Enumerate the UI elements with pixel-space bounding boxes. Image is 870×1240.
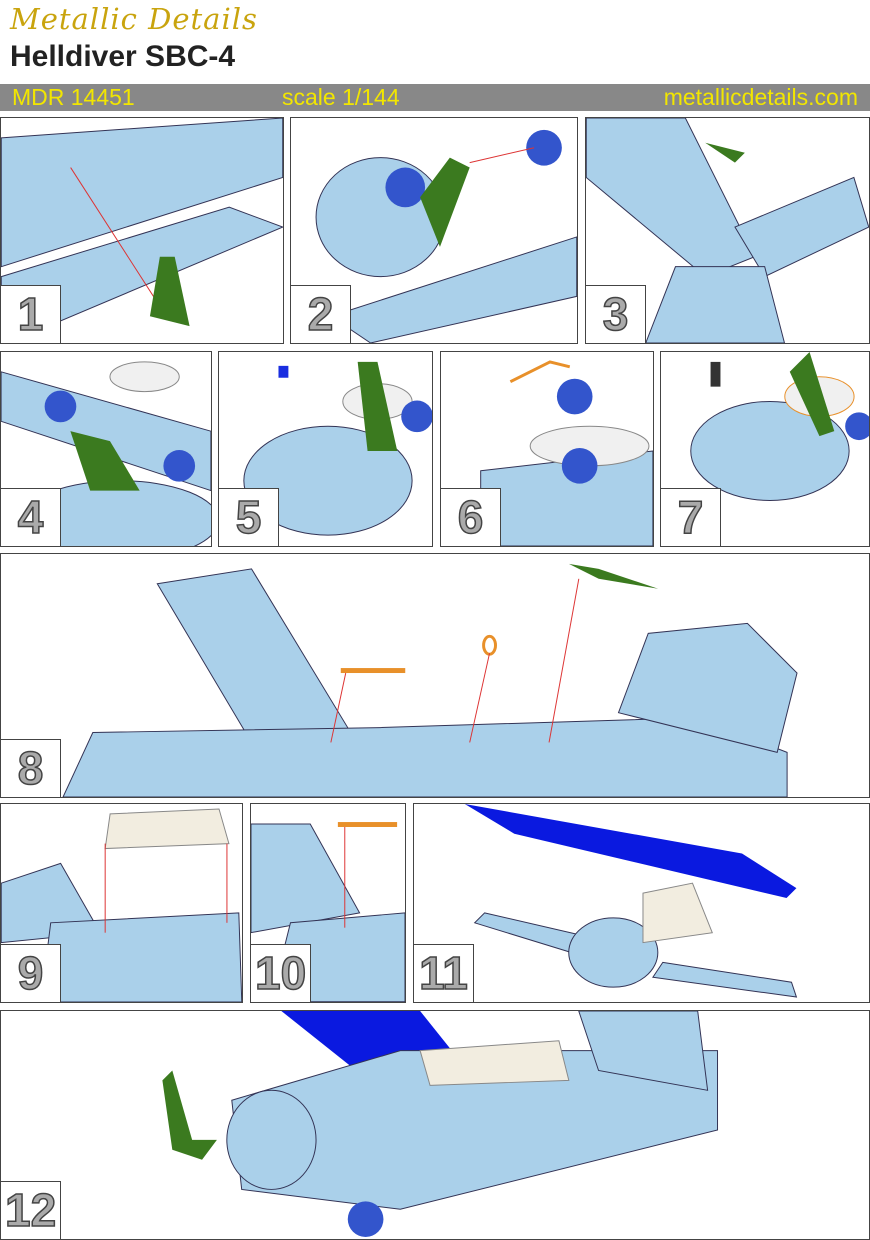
step-2-panel: 2 — [290, 117, 578, 344]
step-3-illustration — [586, 118, 869, 343]
step-7-illustration — [690, 352, 869, 501]
step-7-panel: 7 — [660, 351, 870, 547]
step-1-illustration — [1, 118, 283, 343]
step-12-panel: 12 — [0, 1010, 870, 1240]
step-8-illustration — [62, 563, 798, 797]
step-4-panel: 4 — [0, 351, 212, 547]
product-code: MDR 14451 — [12, 84, 135, 110]
step-number: 5 — [219, 488, 279, 546]
step-8-panel: 8 — [0, 553, 870, 798]
step-number: 9 — [1, 944, 61, 1002]
step-number: 11 — [414, 944, 474, 1002]
step-9-panel: 9 — [0, 803, 243, 1003]
step-6-illustration — [480, 360, 653, 546]
step-number: 2 — [291, 285, 351, 343]
step-6-panel: 6 — [440, 351, 654, 547]
step-number: 12 — [1, 1181, 62, 1239]
step-3-panel: 3 — [585, 117, 870, 344]
step-number: 3 — [586, 285, 646, 343]
step-12-illustration — [162, 1011, 719, 1238]
website: metallicdetails.com — [663, 84, 858, 110]
step-1-panel: 1 — [0, 117, 284, 344]
step-number: 6 — [441, 488, 501, 546]
brand-logo: Metallic Details — [10, 2, 258, 36]
step-5-panel: 5 — [218, 351, 433, 547]
step-9-illustration — [1, 808, 242, 1002]
step-number: 8 — [1, 739, 61, 797]
step-number: 10 — [251, 944, 312, 1002]
page-title: Helldiver SBC-4 — [10, 40, 236, 73]
scale: scale 1/144 — [282, 84, 400, 110]
step-11-panel: 11 — [413, 803, 870, 1003]
step-4-illustration — [1, 361, 211, 546]
step-10-panel: 10 — [250, 803, 406, 1003]
step-number: 7 — [661, 488, 721, 546]
step-number: 4 — [1, 488, 61, 546]
info-bar: MDR 14451 scale 1/144 metallicdetails.co… — [0, 84, 870, 111]
step-number: 1 — [1, 285, 61, 343]
step-2-illustration — [315, 129, 577, 343]
step-5-illustration — [243, 361, 432, 536]
step-11-illustration — [464, 804, 798, 998]
